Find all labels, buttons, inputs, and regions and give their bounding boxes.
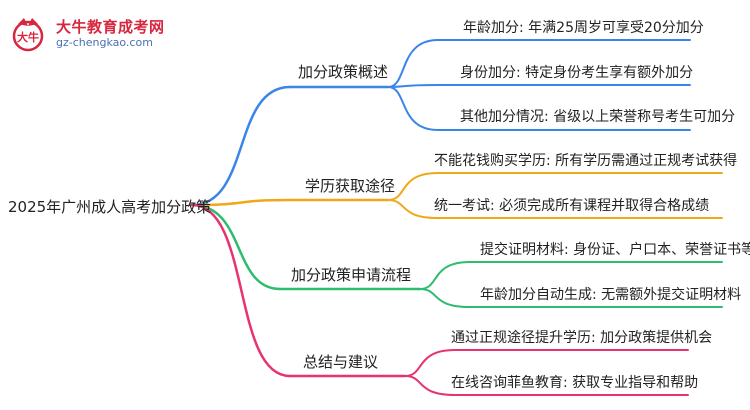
logo-mark-text: 大牛 bbox=[17, 30, 39, 44]
leaf-node: 在线咨询菲鱼教育: 获取专业指导和帮助 bbox=[451, 375, 699, 391]
branch-to-leaf-connector bbox=[404, 375, 456, 396]
leaf-node: 提交证明材料: 身份证、户口本、荣誉证书等 bbox=[480, 242, 750, 258]
logo-url: gz-chengkao.com bbox=[56, 36, 153, 49]
branch-to-leaf-connector bbox=[387, 84, 439, 88]
branch-to-leaf-connector bbox=[387, 172, 439, 201]
branch-to-leaf-connector bbox=[419, 261, 471, 290]
root-to-branch-connector bbox=[190, 203, 292, 378]
branch-to-leaf-connector bbox=[387, 39, 439, 88]
branch-node-summary: 总结与建议 bbox=[303, 353, 379, 371]
branch-to-leaf-connector bbox=[419, 288, 471, 308]
branch-to-leaf-connector bbox=[387, 86, 439, 131]
root-to-branch-connector bbox=[190, 203, 282, 291]
mindmap-root-node: 2025年广州成人高考加分政策 bbox=[8, 198, 212, 216]
branch-to-leaf-connector bbox=[404, 349, 456, 377]
leaf-node: 不能花钱购买学历: 所有学历需通过正规考试获得 bbox=[434, 153, 738, 169]
root-to-branch-connector bbox=[190, 198, 292, 207]
root-to-branch-connector bbox=[190, 85, 292, 207]
logo-title: 大牛教育成考网 bbox=[56, 18, 165, 36]
leaf-node: 其他加分情况: 省级以上荣誉称号考生可加分 bbox=[460, 109, 736, 125]
leaf-node: 统一考试: 必须完成所有课程并取得合格成绩 bbox=[434, 198, 710, 214]
logo-mark-icon: 大牛 bbox=[12, 18, 44, 52]
leaf-node: 身份加分: 特定身份考生享有额外加分 bbox=[460, 65, 694, 81]
branch-node-application-process: 加分政策申请流程 bbox=[291, 266, 412, 284]
leaf-node: 通过正规途径提升学历: 加分政策提供机会 bbox=[451, 330, 713, 346]
branch-node-degree-paths: 学历获取途径 bbox=[305, 177, 396, 195]
site-logo[interactable]: 大牛 大牛教育成考网 gz-chengkao.com bbox=[8, 14, 198, 54]
branch-to-leaf-connector bbox=[387, 199, 439, 219]
branch-node-policy-overview: 加分政策概述 bbox=[298, 63, 389, 81]
leaf-node: 年龄加分: 年满25周岁可享受20分加分 bbox=[463, 20, 704, 36]
leaf-node: 年龄加分自动生成: 无需额外提交证明材料 bbox=[480, 287, 742, 303]
